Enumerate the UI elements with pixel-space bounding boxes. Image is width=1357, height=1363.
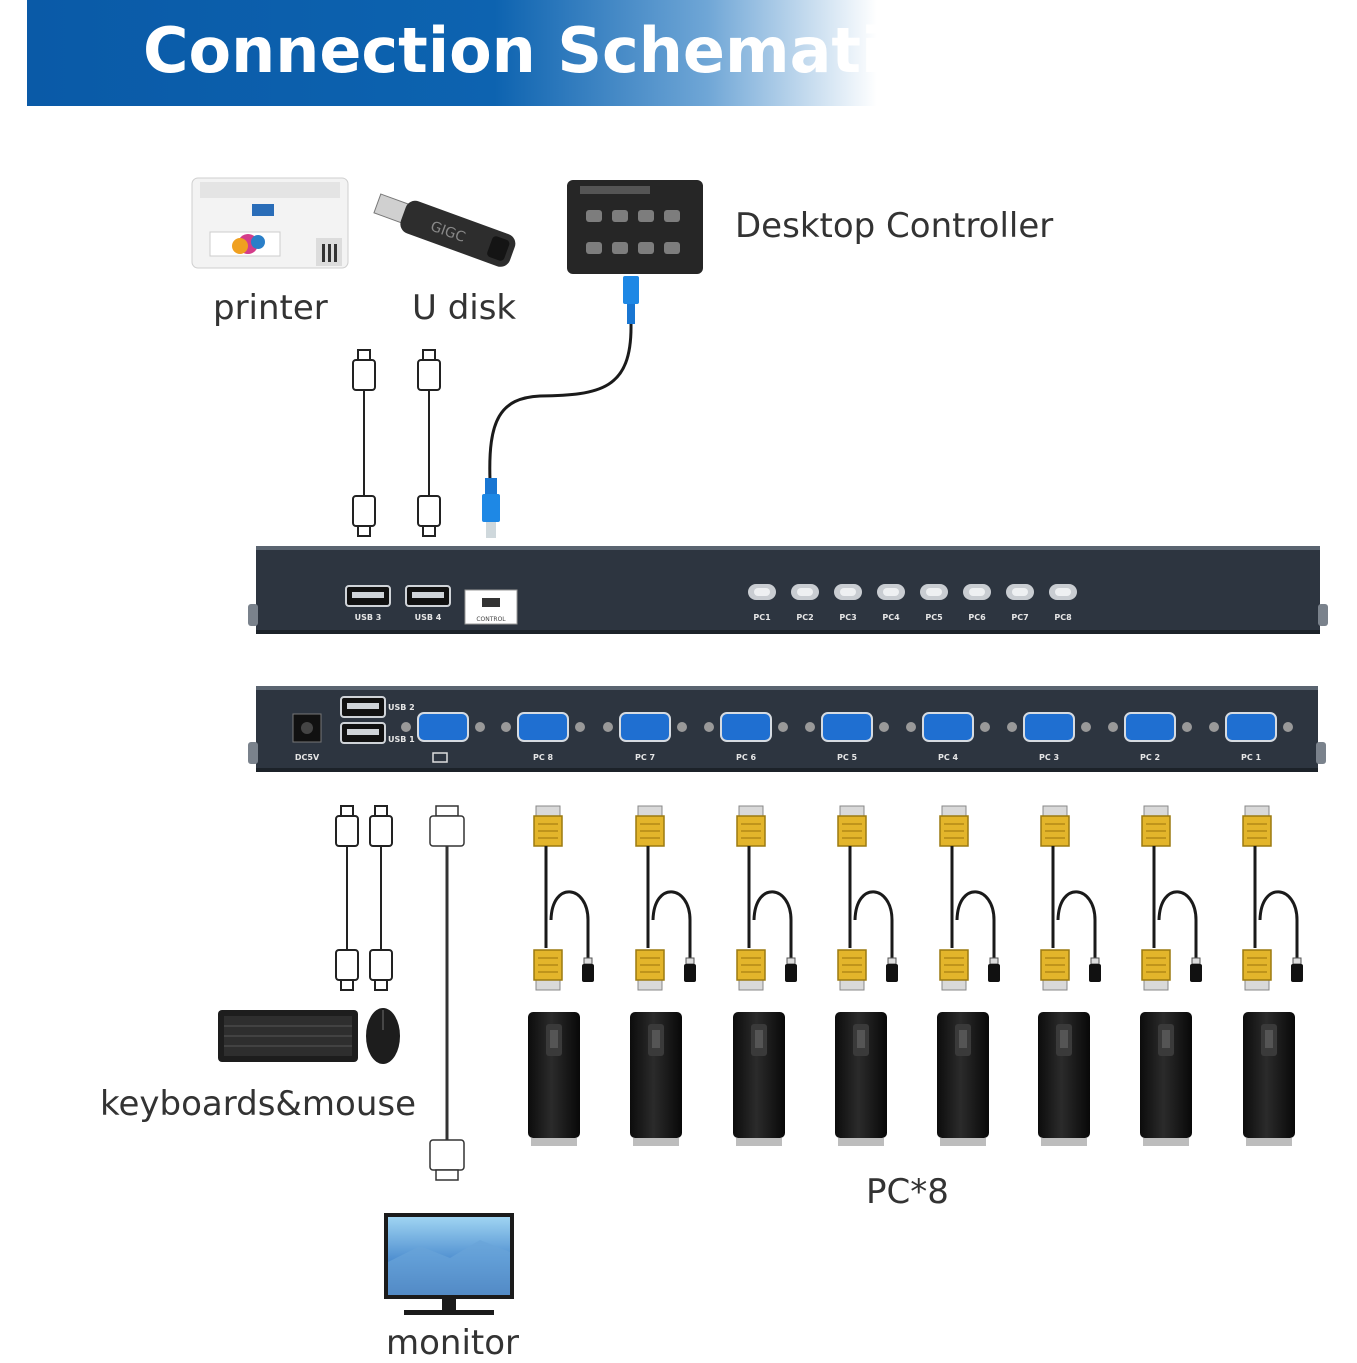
keyboards-mouse-label: keyboards&mouse	[100, 1084, 417, 1124]
kvm-cable-5	[939, 805, 1001, 991]
front-usb-port-3	[345, 585, 391, 607]
desktop-controller-icon	[567, 180, 703, 274]
vga-port-pc5	[805, 712, 889, 742]
pc2-button-label: PC2	[796, 613, 813, 622]
pc4-button[interactable]	[877, 584, 905, 600]
kvm-cable-1	[533, 805, 595, 991]
kvm-cable-7	[1141, 805, 1203, 991]
dc-power-label: DC5V	[295, 753, 320, 762]
kvm-cable-6	[1040, 805, 1102, 991]
pc-select-buttons	[748, 584, 1077, 600]
mouse-icon	[366, 1008, 400, 1064]
pc7-button[interactable]	[1006, 584, 1034, 600]
kvm-cable-4	[837, 805, 899, 991]
kvm-cable-2	[635, 805, 697, 991]
usb-cable-u-disk	[417, 349, 441, 537]
pc2-button[interactable]	[791, 584, 819, 600]
keyboard-icon	[218, 1010, 358, 1062]
printer-label: printer	[213, 288, 328, 328]
pc-tower-5	[937, 1012, 989, 1146]
vga-pc4-label: PC 4	[938, 753, 959, 762]
desktop-controller-label: Desktop Controller	[735, 206, 1054, 246]
vga-port-pc7	[603, 712, 687, 742]
pc6-button[interactable]	[963, 584, 991, 600]
page-title: Connection Schematic	[143, 14, 920, 87]
pc6-button-label: PC6	[968, 613, 986, 622]
front-usb-3-label: USB 3	[355, 613, 382, 622]
pc-tower-4	[835, 1012, 887, 1146]
pc3-button-label: PC3	[839, 613, 856, 622]
control-port-label: CONTROL	[476, 616, 506, 623]
vga-pc6-label: PC 6	[736, 753, 757, 762]
rear-usb-1-label: USB 1	[388, 735, 415, 744]
rear-vga-ports	[401, 712, 1293, 763]
printer-icon	[191, 177, 349, 269]
kvm-cable-3	[736, 805, 798, 991]
dc-power-jack	[292, 713, 322, 743]
pc-tower-6	[1038, 1012, 1090, 1146]
vga-cable-monitor	[429, 805, 465, 1181]
vga-pc5-label: PC 5	[837, 753, 858, 762]
vga-pc3-label: PC 3	[1039, 753, 1059, 762]
pc-tower-3	[733, 1012, 785, 1146]
pc-tower-1	[528, 1012, 580, 1146]
vga-port-pc6	[704, 712, 788, 742]
usb-cable-printer	[352, 349, 376, 537]
title-banner: Connection Schematic	[27, 0, 919, 106]
vga-port-pc3	[1007, 712, 1091, 742]
usb-cable-mouse	[369, 805, 393, 991]
pc4-button-label: PC4	[882, 613, 900, 622]
u-disk-label: U disk	[412, 288, 517, 328]
pcs-label: PC*8	[866, 1172, 949, 1212]
control-port	[464, 589, 518, 625]
pc1-button[interactable]	[748, 584, 776, 600]
vga-port-pc8	[501, 712, 585, 742]
pc-tower-8	[1243, 1012, 1295, 1146]
pc-tower-7	[1140, 1012, 1192, 1146]
vga-pc2-label: PC 2	[1140, 753, 1160, 762]
pc5-button[interactable]	[920, 584, 948, 600]
rear-usb-2-label: USB 2	[388, 703, 415, 712]
u-disk-icon: GIGC	[373, 193, 516, 267]
pc-tower-2	[630, 1012, 682, 1146]
usb-cable-keyboard	[335, 805, 359, 991]
monitor-vga-port	[401, 712, 485, 763]
front-usb-port-4	[405, 585, 451, 607]
front-usb-4-label: USB 4	[415, 613, 442, 622]
controller-cable	[482, 276, 639, 538]
rear-usb-ports	[340, 696, 386, 744]
monitor-icon	[384, 1213, 514, 1315]
vga-port-pc1	[1209, 712, 1293, 742]
pc3-button[interactable]	[834, 584, 862, 600]
pc5-button-label: PC5	[925, 613, 943, 622]
monitor-label: monitor	[386, 1323, 520, 1363]
vga-port-pc4	[906, 712, 990, 742]
pc8-button[interactable]	[1049, 584, 1077, 600]
pc1-button-label: PC1	[753, 613, 771, 622]
vga-pc1-label: PC 1	[1241, 753, 1262, 762]
pc8-button-label: PC8	[1054, 613, 1072, 622]
vga-pc8-label: PC 8	[533, 753, 554, 762]
kvm-cable-8	[1242, 805, 1304, 991]
vga-port-pc2	[1108, 712, 1192, 742]
pc7-button-label: PC7	[1011, 613, 1028, 622]
vga-pc7-label: PC 7	[635, 753, 655, 762]
